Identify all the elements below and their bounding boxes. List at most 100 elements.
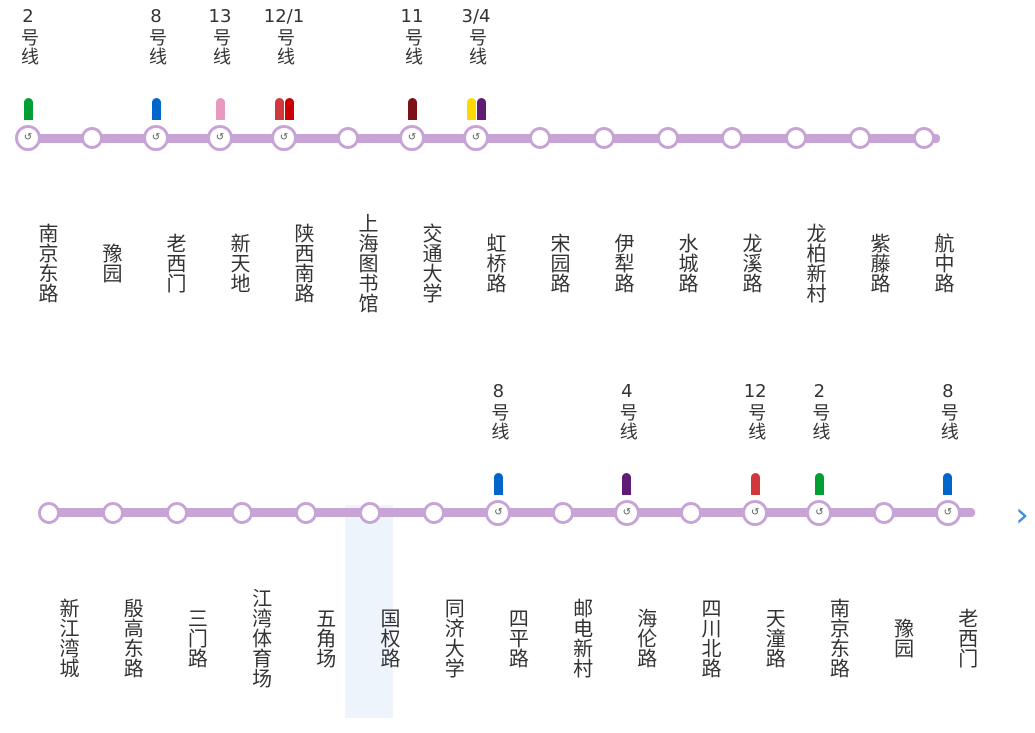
- line-suffix: 号线: [18, 28, 39, 66]
- transfer-station-marker[interactable]: ↺: [806, 500, 833, 526]
- line-color-marker: [124, 98, 188, 120]
- station-marker[interactable]: [359, 502, 381, 524]
- transfer-station-marker[interactable]: ↺: [15, 125, 41, 151]
- station-name[interactable]: 航中路: [931, 233, 955, 293]
- station-name[interactable]: 南京东路: [35, 223, 59, 303]
- station-name[interactable]: 海伦路: [633, 608, 658, 668]
- station-marker[interactable]: [657, 127, 679, 149]
- station-name[interactable]: 同济大学: [441, 598, 466, 678]
- station-name[interactable]: 陕西南路: [291, 223, 315, 303]
- line-color-pill: [215, 98, 225, 120]
- transfer-station-marker[interactable]: ↺: [463, 125, 489, 151]
- station-name[interactable]: 天潼路: [762, 608, 787, 668]
- station-name[interactable]: 伊犁路: [611, 233, 635, 293]
- station-marker[interactable]: [102, 502, 125, 524]
- station-marker[interactable]: [785, 127, 807, 149]
- station-marker[interactable]: [294, 502, 317, 524]
- station-name[interactable]: 水城路: [675, 233, 699, 293]
- line-color-pill: [476, 98, 486, 120]
- line-number: 12/1: [263, 6, 305, 27]
- line-number: 13: [208, 6, 232, 27]
- transfer-station-marker[interactable]: ↺: [934, 500, 961, 526]
- next-page-arrow-icon[interactable]: ›: [1015, 495, 1029, 535]
- station-marker[interactable]: [337, 127, 359, 149]
- line-number: 11: [400, 6, 424, 27]
- station-name[interactable]: 三门路: [184, 608, 209, 668]
- station-name[interactable]: 老西门: [954, 608, 979, 668]
- station-name[interactable]: 新江湾城: [56, 598, 80, 678]
- station-name[interactable]: 殷高东路: [120, 598, 145, 678]
- line-suffix: 号线: [809, 403, 831, 441]
- line-color-marker: [444, 98, 508, 120]
- station-name[interactable]: 新天地: [227, 233, 251, 293]
- transfer-station-marker[interactable]: ↺: [143, 125, 169, 151]
- station-name[interactable]: 五角场: [312, 608, 337, 668]
- station-marker[interactable]: [849, 127, 871, 149]
- line-number: 2: [813, 381, 826, 402]
- station-marker[interactable]: [81, 127, 103, 149]
- station-name[interactable]: 龙溪路: [739, 233, 763, 293]
- station-name[interactable]: 交通大学: [419, 223, 443, 303]
- transfer-station-marker[interactable]: ↺: [207, 125, 233, 151]
- station-name[interactable]: 虹桥路: [483, 233, 507, 293]
- line-color-marker: [916, 473, 980, 495]
- station-name[interactable]: 国权路: [377, 608, 401, 668]
- transfer-station-marker[interactable]: ↺: [399, 125, 425, 151]
- transfer-station-marker[interactable]: ↺: [271, 125, 297, 151]
- line-color-pill: [23, 98, 33, 120]
- transfer-icon: ↺: [215, 132, 225, 143]
- line-suffix: 号线: [274, 28, 295, 66]
- transfer-icon: ↺: [471, 132, 481, 143]
- station-marker[interactable]: [593, 127, 615, 149]
- transfer-station-marker[interactable]: ↺: [613, 500, 640, 526]
- line-suffix: 号线: [745, 403, 767, 441]
- station-marker[interactable]: [551, 502, 574, 524]
- station-name[interactable]: 四川北路: [698, 598, 722, 678]
- station-name[interactable]: 江湾体育场: [248, 588, 273, 688]
- station-marker[interactable]: [721, 127, 743, 149]
- station-marker[interactable]: [872, 502, 895, 524]
- station-marker[interactable]: [423, 502, 446, 524]
- station-name[interactable]: 邮电新村: [569, 598, 594, 678]
- station-name[interactable]: 宋园路: [547, 233, 571, 293]
- station-marker[interactable]: [166, 502, 189, 524]
- station-marker[interactable]: [230, 502, 253, 524]
- line-number: 8: [942, 381, 954, 402]
- station-name[interactable]: 龙柏新村: [803, 223, 827, 303]
- line-color-marker: [787, 473, 851, 495]
- transfer-icon: ↺: [943, 507, 952, 518]
- station-name[interactable]: 四平路: [505, 608, 530, 668]
- station-marker[interactable]: [529, 127, 551, 149]
- transfer-station-marker[interactable]: ↺: [742, 500, 769, 526]
- line-color-marker: [723, 473, 787, 495]
- station-name[interactable]: 豫园: [99, 243, 123, 283]
- line-suffix: 号线: [488, 403, 510, 441]
- transfer-icon: ↺: [407, 132, 417, 143]
- transfer-station-marker[interactable]: ↺: [485, 500, 512, 526]
- transfer-icon: ↺: [279, 132, 289, 143]
- line-number: 3/4: [461, 6, 491, 27]
- station-name[interactable]: 紫藤路: [867, 233, 891, 293]
- station-marker[interactable]: [38, 502, 60, 524]
- station-name[interactable]: 上海图书馆: [355, 213, 379, 313]
- line-suffix: 号线: [210, 28, 231, 66]
- station-marker[interactable]: [913, 127, 935, 149]
- station-name[interactable]: 南京东路: [826, 598, 851, 678]
- station-name[interactable]: 豫园: [890, 618, 915, 658]
- station-marker[interactable]: [680, 502, 702, 524]
- line-suffix: 号线: [937, 403, 959, 441]
- line-color-marker: [466, 473, 530, 495]
- station-name[interactable]: 老西门: [163, 233, 187, 293]
